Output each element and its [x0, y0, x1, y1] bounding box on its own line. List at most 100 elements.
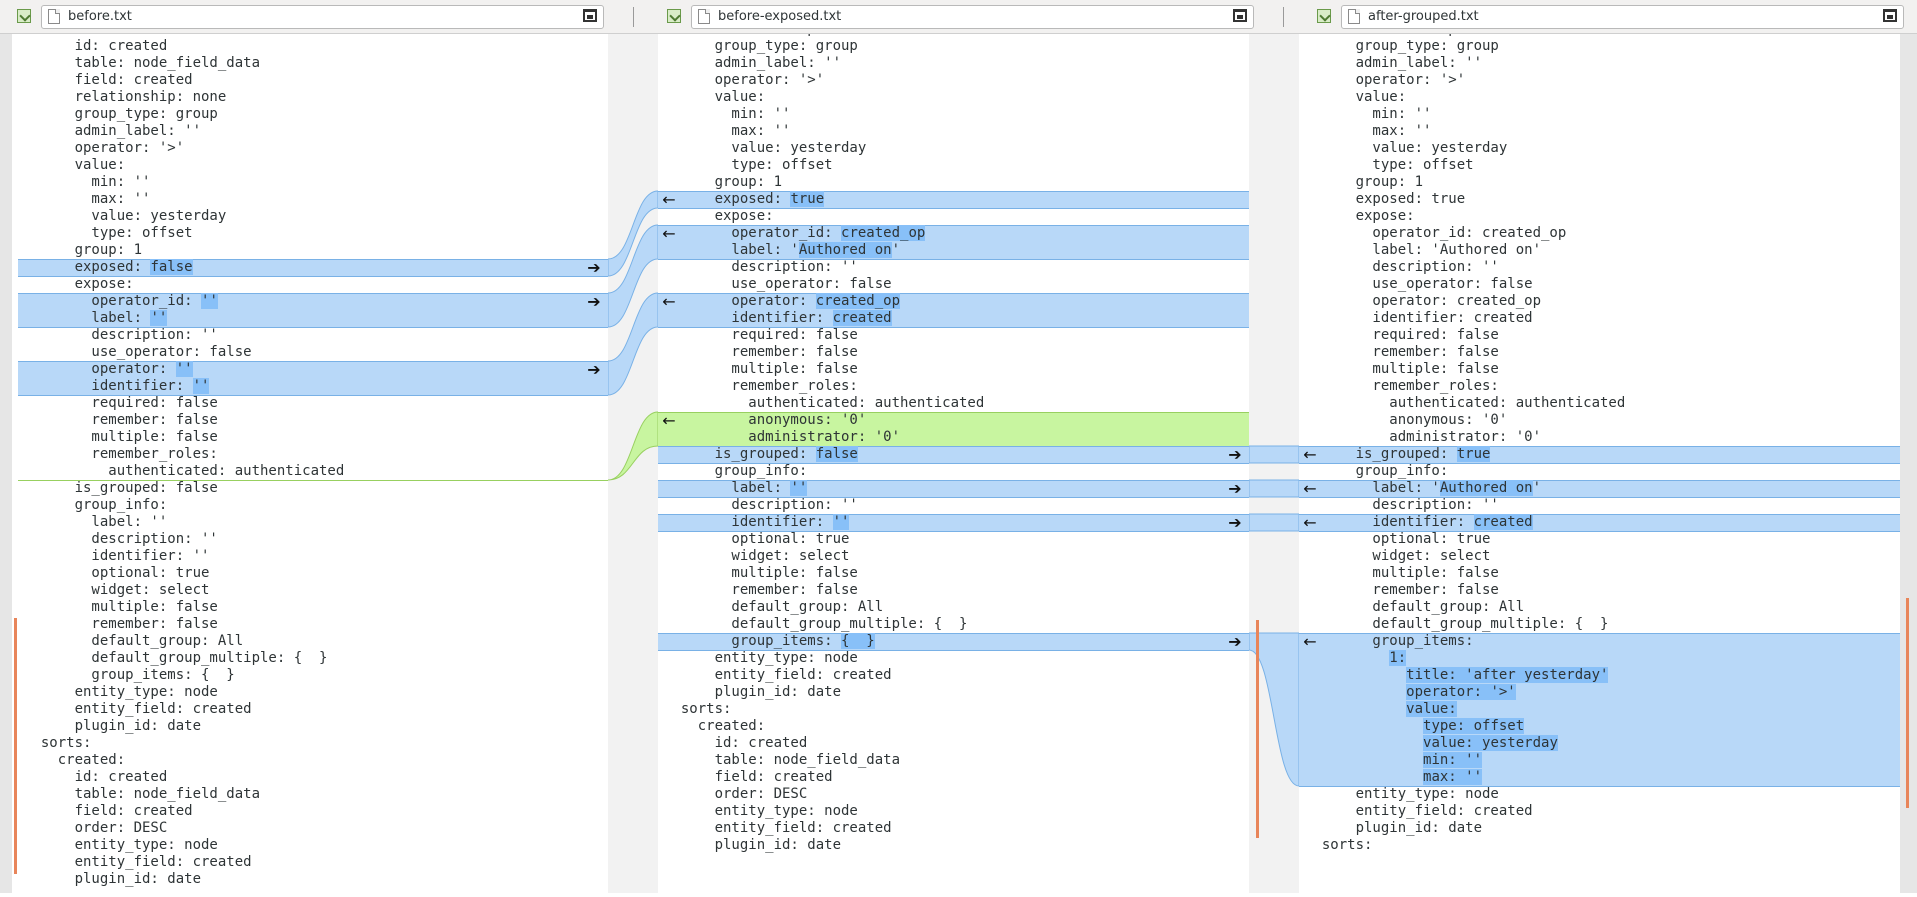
code-line: description: '' [664, 259, 858, 275]
save-icon[interactable] [1883, 9, 1897, 22]
code-line: group: 1 [664, 174, 783, 190]
code-line: exposed: true [664, 191, 825, 207]
push-left-arrow-icon[interactable]: ← [1303, 513, 1317, 532]
code-line: administrator: '0' [1305, 429, 1542, 445]
code-line: value: [24, 157, 126, 173]
open-file-icon[interactable] [1317, 9, 1331, 23]
push-right-arrow-icon[interactable]: ➔ [587, 258, 601, 277]
code-line: exposed: true [1305, 191, 1466, 207]
changed-text: true [1456, 446, 1491, 462]
code-line: widget: select [1305, 548, 1491, 564]
save-icon[interactable] [583, 9, 597, 22]
code-line: field: created [24, 803, 193, 819]
open-file-icon[interactable] [667, 9, 681, 23]
code-line: relationship: none [1305, 34, 1508, 38]
push-right-arrow-icon[interactable]: ➔ [1228, 513, 1242, 532]
push-right-arrow-icon[interactable]: ➔ [587, 292, 601, 311]
text-pane-before-exposed[interactable]: field: created relationship: none group_… [658, 34, 1249, 893]
push-left-arrow-icon[interactable]: ← [1303, 445, 1317, 464]
code-line: multiple: false [1305, 361, 1499, 377]
code-line: admin_label: '' [1305, 55, 1483, 71]
diff-connector [1248, 479, 1300, 498]
change-marker [14, 620, 17, 840]
changed-text: '' [175, 361, 193, 377]
code-line: type: offset [664, 157, 833, 173]
file-field-middle[interactable]: before-exposed.txt [691, 5, 1254, 29]
push-left-arrow-icon[interactable]: ← [1303, 479, 1317, 498]
code-line: sorts: [24, 735, 92, 751]
code-line: label: '' [24, 310, 168, 326]
separator [1283, 7, 1284, 27]
push-left-arrow-icon[interactable]: ← [662, 190, 676, 209]
code-line: label: '' [24, 514, 168, 530]
push-right-arrow-icon[interactable]: ➔ [1228, 445, 1242, 464]
text-pane-after-grouped[interactable]: field: created relationship: none group_… [1299, 34, 1900, 893]
code-line: group: 1 [1305, 174, 1424, 190]
push-right-arrow-icon[interactable]: ➔ [1228, 479, 1242, 498]
code-line: default_group_multiple: { } [664, 616, 968, 632]
text-pane-before[interactable]: id: created table: node_field_data field… [18, 34, 608, 893]
code-line: remember: false [24, 616, 218, 632]
code-line: value: [1305, 89, 1407, 105]
changed-text: '' [150, 310, 168, 326]
code-line: description: '' [1305, 497, 1499, 513]
code-line: operator_id: '' [24, 293, 218, 309]
code-line: label: 'Authored on' [1305, 480, 1542, 496]
code-line: group_info: [24, 497, 168, 513]
file-field-right[interactable]: after-grouped.txt [1341, 5, 1904, 29]
code-line: identifier: '' [664, 514, 850, 530]
code-line: description: '' [24, 531, 218, 547]
code-line: entity_type: node [24, 684, 218, 700]
separator [633, 7, 634, 27]
diff-connector-left [607, 190, 659, 481]
code-line: group_type: group [664, 38, 858, 54]
code-line: default_group: All [664, 599, 884, 615]
push-left-arrow-icon[interactable]: ← [1303, 632, 1317, 651]
inserted-text: 1: [1389, 650, 1407, 666]
scroll-thumb[interactable] [1906, 598, 1909, 808]
push-right-arrow-icon[interactable]: ➔ [587, 360, 601, 379]
push-left-arrow-icon[interactable]: ← [662, 411, 676, 430]
changed-text: false [815, 446, 858, 462]
code-line: multiple: false [664, 565, 858, 581]
document-icon [48, 9, 60, 24]
code-line: identifier: created [1305, 514, 1533, 530]
code-line: multiple: false [1305, 565, 1499, 581]
file-field-left[interactable]: before.txt [41, 5, 604, 29]
push-left-arrow-icon[interactable]: ← [662, 224, 676, 243]
code-line: value: yesterday [24, 208, 227, 224]
code-line: anonymous: '0' [664, 412, 867, 428]
code-line: entity_field: created [24, 854, 252, 870]
code-line: description: '' [1305, 259, 1499, 275]
code-line: identifier: '' [24, 548, 210, 564]
changed-block [1299, 446, 1900, 464]
inserted-text: type: offset [1423, 718, 1525, 734]
code-line: type: offset [24, 225, 193, 241]
code-line: optional: true [24, 565, 210, 581]
save-icon[interactable] [1233, 9, 1247, 22]
push-left-arrow-icon[interactable]: ← [662, 292, 676, 311]
code-line: min: '' [1305, 752, 1483, 769]
code-line: entity_field: created [24, 701, 252, 717]
left-overview-bar[interactable] [0, 34, 17, 893]
code-line: expose: [24, 276, 134, 292]
code-line: entity_type: node [664, 803, 858, 819]
changed-block [658, 514, 1249, 532]
file-toolbar: before.txt before-exposed.txt after-grou… [0, 0, 1917, 34]
diff-connector [607, 411, 659, 481]
code-line: exposed: false [24, 259, 193, 275]
open-file-icon[interactable] [17, 9, 31, 23]
right-scrollbar[interactable] [1900, 34, 1917, 893]
code-line: field: created [664, 769, 833, 785]
code-line: created: [664, 718, 766, 734]
code-line: entity_field: created [1305, 803, 1533, 819]
code-line: group_items: { } [664, 633, 875, 649]
push-right-arrow-icon[interactable]: ➔ [1228, 632, 1242, 651]
code-line: max: '' [1305, 123, 1432, 139]
changed-text: created_op [841, 225, 926, 241]
code-line: widget: select [664, 548, 850, 564]
inserted-text: value: yesterday [1423, 735, 1558, 751]
code-line: is_grouped: true [1305, 446, 1491, 462]
code-line: admin_label: '' [24, 123, 202, 139]
file-name-right: after-grouped.txt [1368, 9, 1479, 24]
